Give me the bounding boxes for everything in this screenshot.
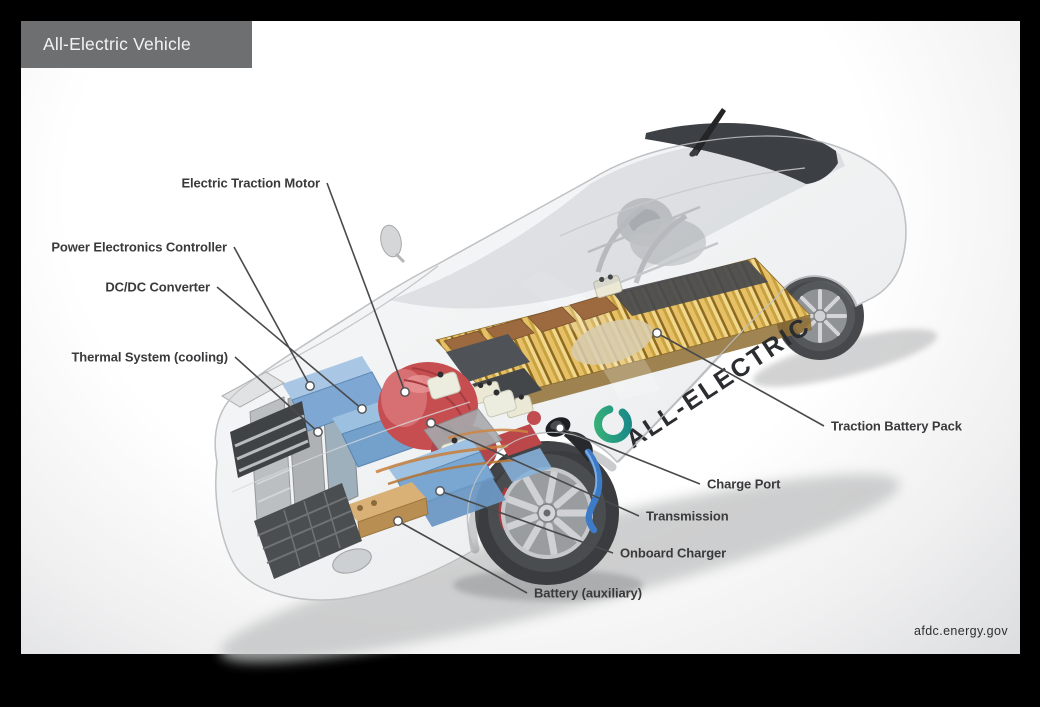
callout-line-electric-traction-motor	[326, 182, 406, 393]
window-sill-line	[559, 167, 806, 237]
brand-logo-ring	[594, 404, 632, 443]
callout-dot-transmission	[426, 418, 436, 428]
callout-dot-onboard-charger	[435, 486, 445, 496]
callout-line-traction-battery-pack	[656, 332, 825, 427]
battery-module-front	[446, 334, 530, 382]
callout-line-thermal-system-cooling	[234, 356, 319, 433]
callout-line-transmission	[430, 422, 640, 517]
side-mirror	[380, 224, 406, 264]
callout-dot-traction-battery-pack	[652, 328, 662, 338]
upper-grille	[230, 401, 310, 478]
page-title: All-Electric Vehicle	[43, 34, 191, 54]
source-text: afdc.energy.gov	[913, 624, 1008, 638]
hood-seam-line	[247, 265, 439, 383]
callout-dot-power-electronics-controller	[305, 381, 315, 391]
callout-dot-dc-dc-converter	[357, 404, 367, 414]
callout-dot-electric-traction-motor	[400, 387, 410, 397]
wiring-harness	[375, 428, 529, 486]
cabin-structure	[587, 198, 719, 290]
lower-grille	[254, 483, 362, 579]
rear-wheel-arch	[776, 275, 857, 307]
callout-line-power-electronics-controller	[233, 246, 311, 387]
callout-line-charge-port	[559, 427, 701, 485]
fog-light	[332, 548, 372, 574]
callout-line-battery-auxiliary	[397, 520, 528, 594]
callout-layer	[216, 182, 825, 594]
callout-dot-charge-port	[555, 423, 565, 433]
callout-line-dc-dc-converter	[216, 286, 363, 410]
car-body-outline	[214, 135, 907, 601]
greenhouse-glass	[390, 139, 845, 309]
auxiliary-battery	[344, 482, 429, 539]
headlight	[221, 371, 285, 408]
callout-dot-thermal-system-cooling	[313, 427, 323, 437]
antenna	[689, 108, 726, 157]
charge-cable	[584, 448, 603, 534]
callout-dot-battery-auxiliary	[393, 516, 403, 526]
callout-line-onboard-charger	[439, 490, 614, 554]
traction-battery-pack	[435, 257, 812, 419]
coolant-canister	[593, 274, 623, 299]
title-bar: All-Electric Vehicle	[21, 21, 252, 68]
front-fascia	[221, 371, 471, 579]
front-wheel-spokes	[504, 469, 592, 557]
battery-module-dark	[612, 260, 768, 316]
rear-window	[645, 123, 838, 184]
